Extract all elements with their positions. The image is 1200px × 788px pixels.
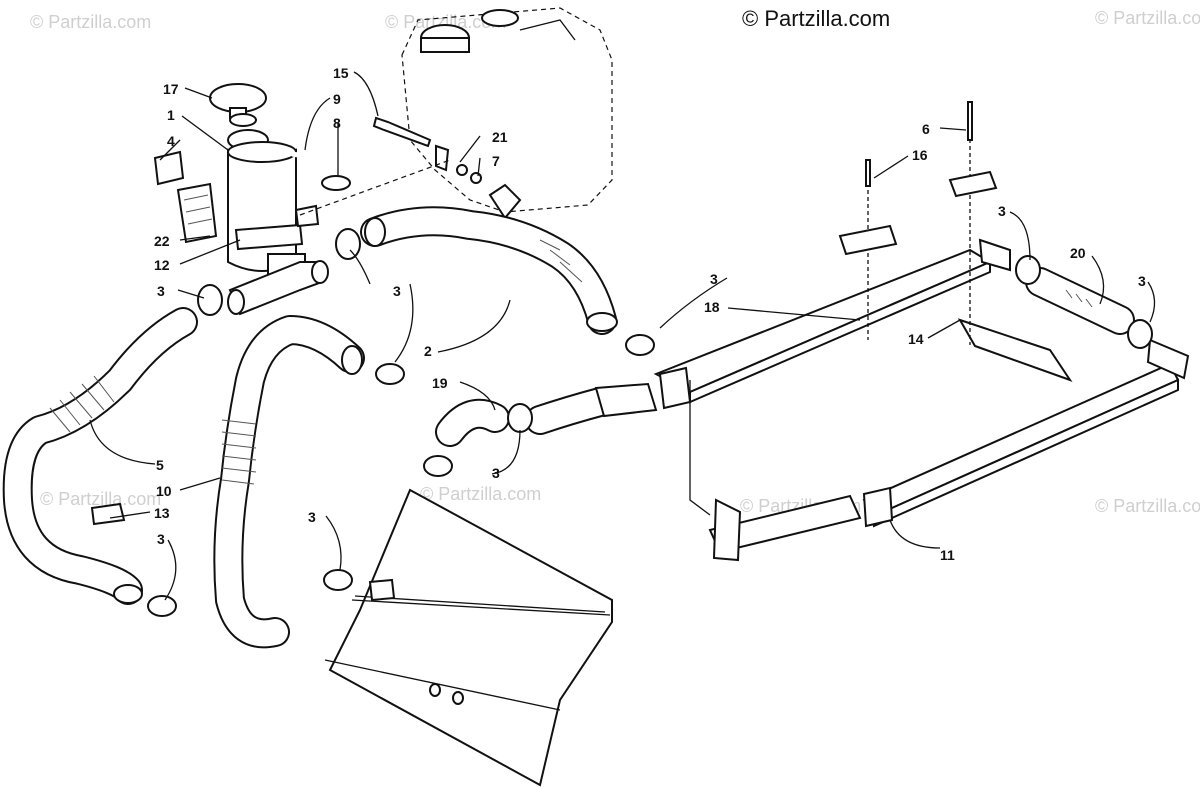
- callout-14: 14: [908, 331, 924, 347]
- watermark-top-left: © Partzilla.com: [30, 12, 151, 32]
- watermark-far-right: © Partzilla.com: [1095, 496, 1200, 516]
- callout-3-g: 3: [998, 203, 1006, 219]
- callout-3-d: 3: [492, 465, 500, 481]
- callout-11: 11: [940, 547, 955, 563]
- watermark-mid-left: © Partzilla.com: [40, 489, 161, 509]
- callout-2: 2: [424, 343, 432, 359]
- callout-16: 16: [912, 147, 928, 163]
- hose-clamps: [90, 228, 1153, 617]
- bottle-tee: [227, 260, 329, 316]
- callout-6: 6: [922, 121, 930, 137]
- callout-3-a: 3: [157, 283, 165, 299]
- callout-19: 19: [432, 375, 448, 391]
- callout-4: 4: [167, 133, 175, 149]
- callout-18: 18: [704, 299, 720, 315]
- hose-middle-corrugated: [213, 315, 365, 649]
- callout-8: 8: [333, 115, 341, 131]
- callout-3-b: 3: [393, 283, 401, 299]
- callout-17: 17: [163, 81, 179, 97]
- callout-1: 1: [167, 107, 175, 123]
- heat-exchanger-frame: [653, 238, 1190, 562]
- watermark-top-right: © Partzilla.com: [1095, 8, 1200, 28]
- hose-elbow: [435, 398, 510, 447]
- hose-short: [1025, 267, 1135, 335]
- leader-lines: [89, 71, 1156, 601]
- decal-label: [153, 150, 218, 244]
- watermark-main: © Partzilla.com: [742, 6, 890, 31]
- radiator-panel: [324, 488, 613, 787]
- overflow-hose: [291, 151, 351, 191]
- pressure-cap: [209, 83, 267, 127]
- mounting-hardware: [299, 116, 482, 216]
- connector-hose: [525, 382, 658, 435]
- callout-3-h: 3: [1138, 273, 1146, 289]
- callout-21: 21: [492, 129, 508, 145]
- watermark-mid-center: © Partzilla.com: [420, 484, 541, 504]
- callout-7: 7: [492, 153, 500, 169]
- expansion-bottle: [227, 129, 320, 283]
- callout-15: 15: [333, 65, 349, 81]
- callout-5: 5: [156, 457, 164, 473]
- callout-12: 12: [154, 257, 170, 273]
- callout-10: 10: [156, 483, 172, 499]
- reservoir-tank: [401, 7, 613, 220]
- hose-upper: [360, 206, 618, 335]
- studs-and-pads: [838, 101, 998, 345]
- callout-3-f: 3: [710, 271, 718, 287]
- callout-13: 13: [154, 505, 170, 521]
- callout-22: 22: [154, 233, 170, 249]
- callout-3-c: 3: [157, 531, 165, 547]
- hose-left-corrugated: [2, 307, 198, 605]
- callout-20: 20: [1070, 245, 1086, 261]
- callouts: 17 1 4 22 12 15 9 8 21 7 3 3 2 5 10 13 3…: [154, 65, 1146, 563]
- callout-3-e: 3: [308, 509, 316, 525]
- callout-9: 9: [333, 91, 341, 107]
